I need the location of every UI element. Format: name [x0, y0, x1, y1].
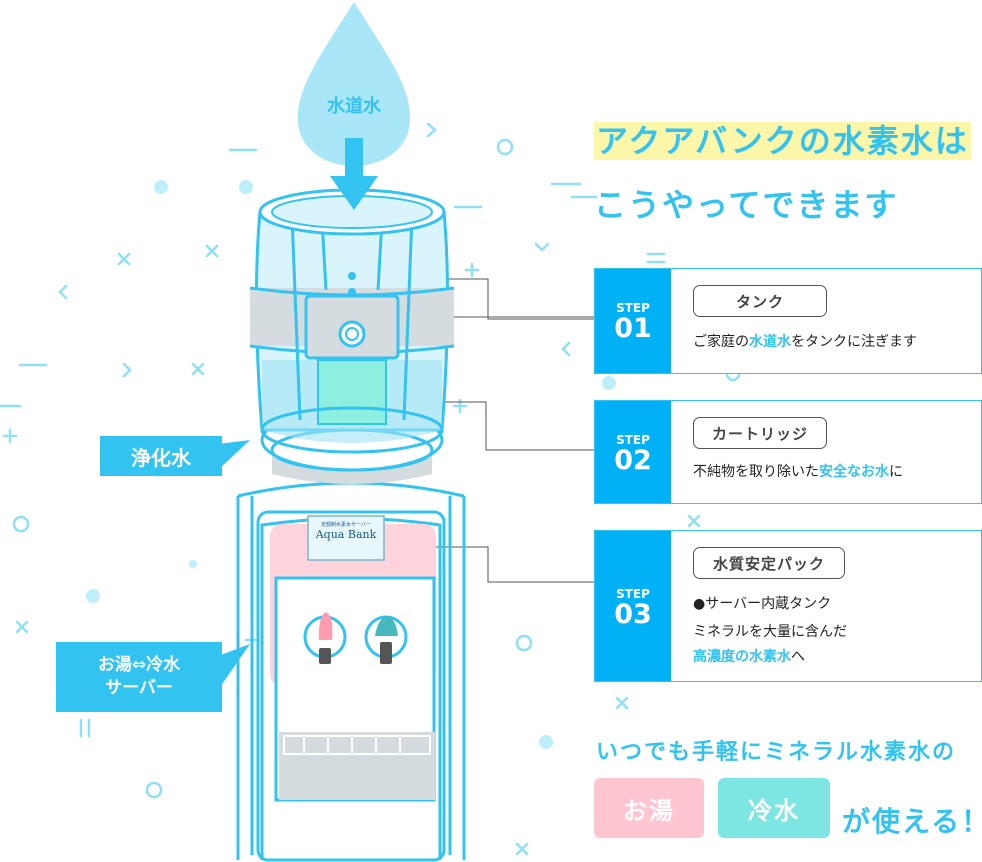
step-description-line3: 高濃度の水素水へ — [693, 649, 805, 665]
server-tag-line2: サーバー — [105, 678, 173, 698]
server-tag-pointer — [218, 644, 250, 690]
cold-water-badge: 冷水 — [718, 778, 830, 838]
water-tank — [249, 188, 455, 454]
step-number-box: STEP 03 — [595, 531, 671, 681]
step-number: 02 — [614, 445, 652, 476]
step-label: STEP — [616, 587, 650, 601]
headline-line2: こうやってできます — [594, 186, 899, 224]
brand-small-text: 定額制水素水サーバー — [321, 521, 371, 528]
step-card-1: STEP 01 タンク ご家庭の水道水をタンクに注ぎます — [594, 268, 982, 374]
step-description-line2: ミネラルを大量に含んだ — [693, 624, 847, 640]
step-title: 水質安定パック — [693, 547, 845, 579]
purified-water-tag: 浄化水 — [100, 436, 222, 476]
cold-water-tap — [364, 615, 408, 664]
step-number-box: STEP 01 — [595, 269, 671, 373]
step-description-line1: ●サーバー内蔵タンク — [693, 596, 832, 612]
step-label: STEP — [616, 301, 650, 315]
purify-tag-pointer — [218, 440, 250, 470]
step-title: タンク — [693, 285, 827, 317]
server-tag: お湯⇔冷水 サーバー — [56, 642, 222, 712]
headline-line1-text: アクアバンクの水素水は — [594, 122, 971, 160]
cartridge — [317, 359, 387, 425]
step-description: ご家庭の水道水をタンクに注ぎます — [693, 334, 917, 350]
step-number: 03 — [614, 599, 652, 630]
step-card-2: STEP 02 カートリッジ 不純物を取り除いた安全なお水に — [594, 400, 982, 504]
hot-water-badge: お湯 — [594, 778, 704, 838]
water-drop-icon — [297, 2, 411, 166]
tagline: いつでも手軽にミネラル水素水の — [596, 740, 957, 765]
decorative-confetti — [0, 122, 741, 856]
step-number: 01 — [614, 313, 652, 344]
can-use-text: が使える！ — [842, 805, 982, 838]
brand-name-text: Aqua Bank — [315, 528, 377, 541]
step-description: 不純物を取り除いた安全なお水に — [693, 464, 903, 480]
server-tag-line1: お湯⇔冷水 — [97, 655, 181, 676]
step-title: カートリッジ — [693, 417, 827, 449]
down-arrow-icon — [330, 138, 378, 210]
decorative-dots — [86, 180, 616, 749]
headline-line1: アクアバンクの水素水は — [594, 116, 971, 162]
brand-label — [307, 515, 385, 561]
drop-label: 水道水 — [327, 95, 382, 117]
step-card-3: STEP 03 水質安定パック ●サーバー内蔵タンク ミネラルを大量に含んだ 高… — [594, 530, 982, 682]
step-label: STEP — [616, 433, 650, 447]
drip-tray — [279, 732, 435, 800]
step-number-box: STEP 02 — [595, 401, 671, 503]
hot-water-tap — [303, 612, 347, 664]
